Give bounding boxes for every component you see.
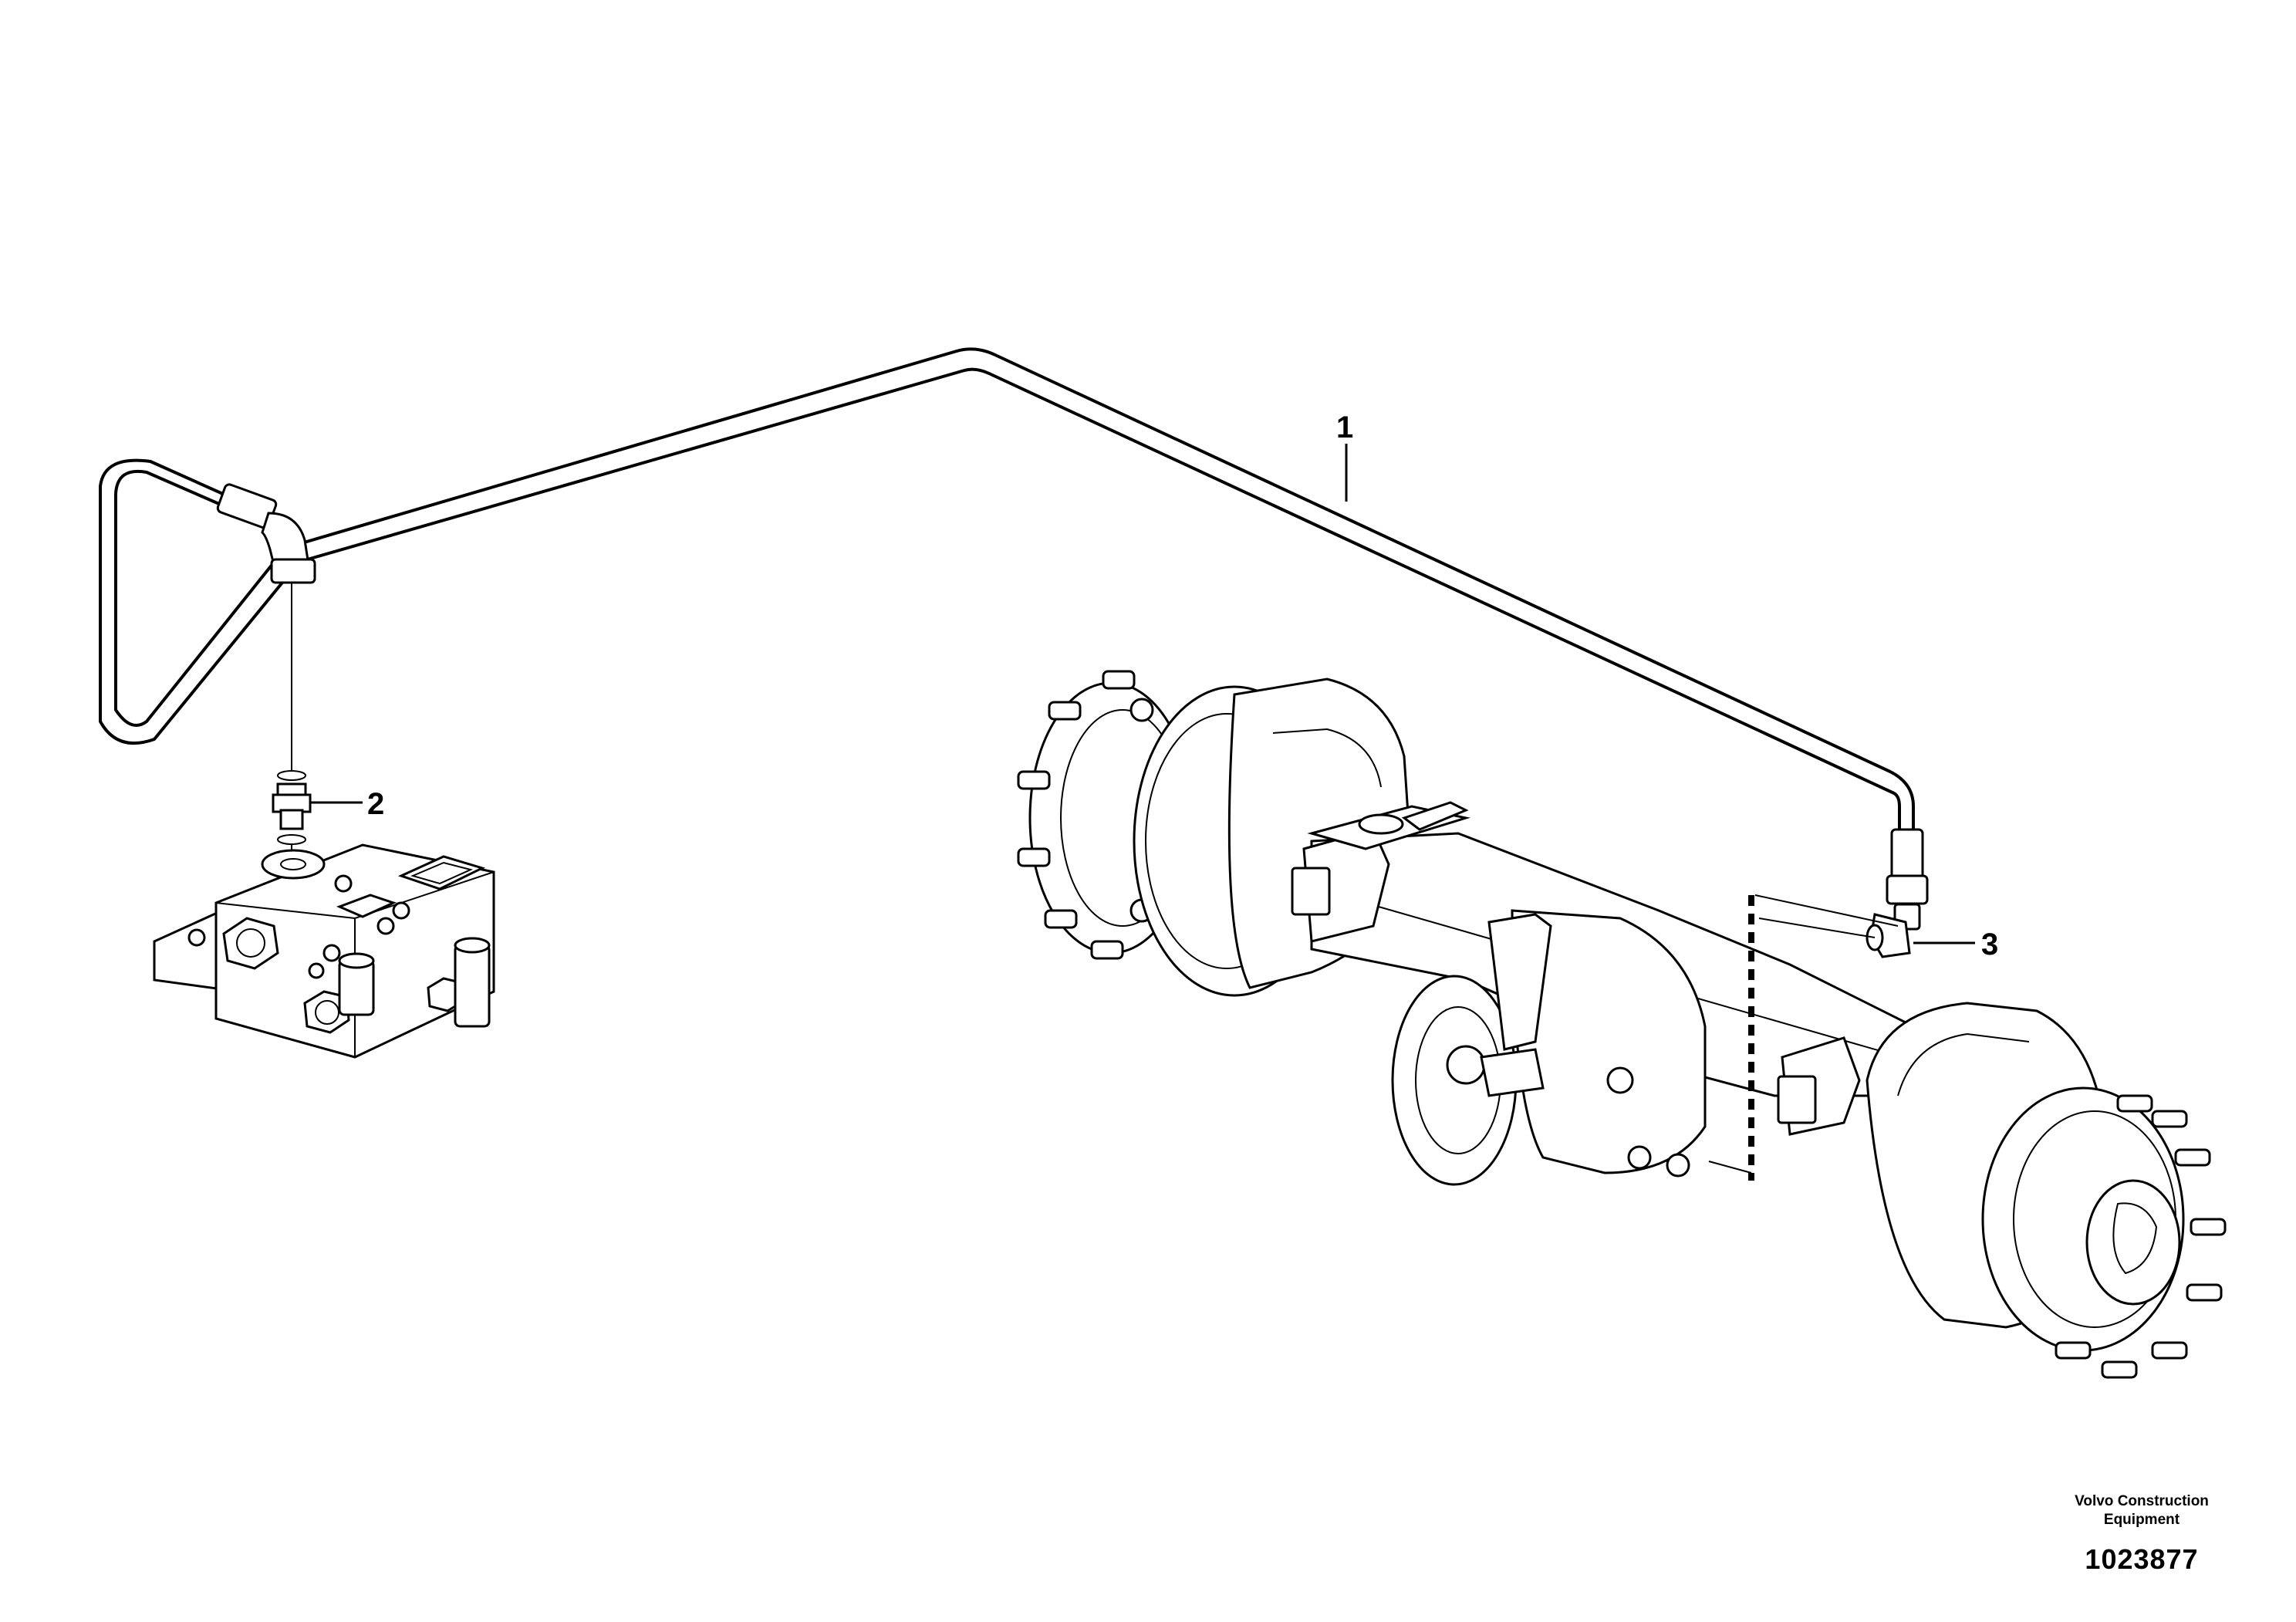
footer-block: Volvo Construction Equipment 1023877 <box>2041 1492 2242 1576</box>
connection-line-3 <box>1758 917 1876 938</box>
cut-line-leader <box>1754 894 1899 927</box>
axle-assembly <box>1017 670 2227 1379</box>
footer-org-line2: Equipment <box>2103 1512 2180 1528</box>
callout-2: 2 <box>367 787 384 821</box>
callout-3: 3 <box>1981 928 1998 961</box>
callout-1: 1 <box>1336 411 1353 444</box>
footer-org-line1: Volvo Construction <box>2075 1493 2209 1509</box>
elbow-union[interactable] <box>1866 903 1921 958</box>
valve-block[interactable] <box>153 843 495 1059</box>
brake-pipe[interactable] <box>99 347 1929 905</box>
cut-line-leader-lower <box>1708 1161 1752 1174</box>
drawing-number: 1023877 <box>2085 1543 2199 1575</box>
nipple-fitting[interactable] <box>272 770 312 864</box>
